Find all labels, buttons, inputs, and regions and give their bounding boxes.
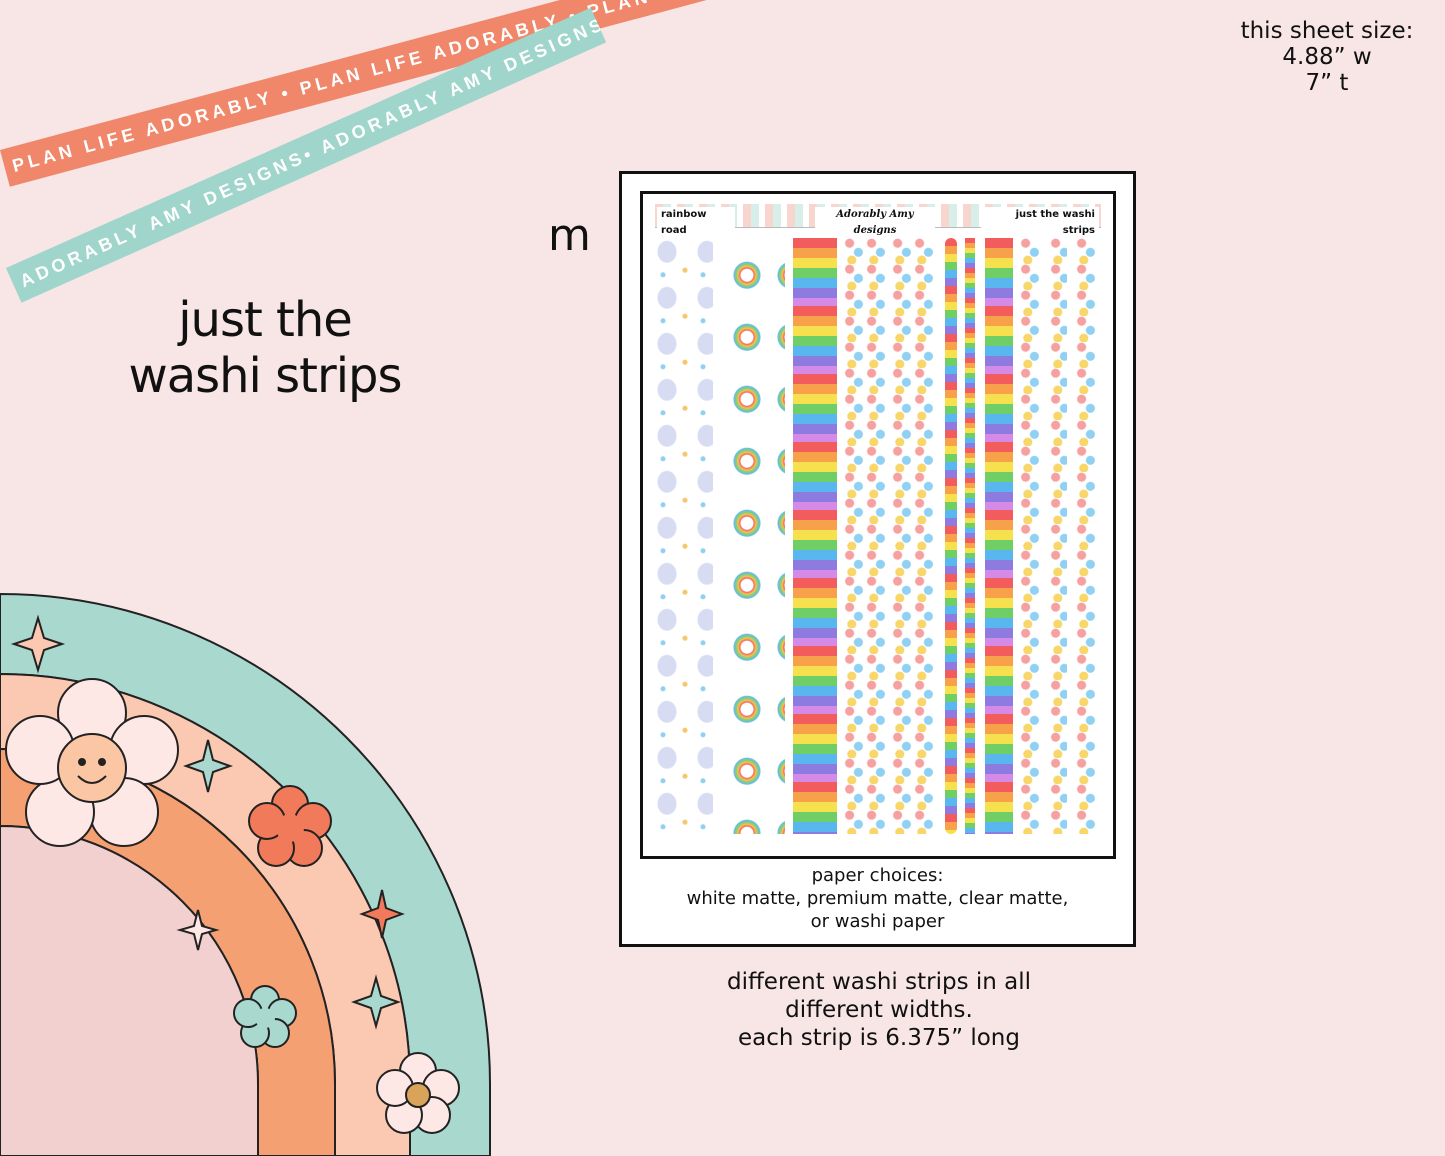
sparkle-icon <box>10 614 66 674</box>
smiley-flower-icon <box>5 678 179 847</box>
brand-logo: Adorably Amy designs <box>815 207 935 239</box>
paper-choices-line-3: or washi paper <box>810 911 945 932</box>
washi-strip-scallop <box>945 238 957 834</box>
paper-choices-line-2: white matte, premium matte, clear matte, <box>686 888 1069 909</box>
teal-flower-icon <box>233 985 297 1048</box>
plan-life-adorably-ribbon: PLAN LIFE ADORABLY • PLAN LIFE ADORABLY … <box>0 0 725 187</box>
sheet-width: 4.88” w <box>1282 44 1372 70</box>
washi-strip-small-hearts <box>1019 238 1043 834</box>
description-line-3: each strip is 6.375” long <box>738 1025 1020 1051</box>
product-description: different washi strips in all different … <box>640 968 1118 1052</box>
washi-strip-small-dots <box>1049 238 1067 834</box>
rainbow-illustration <box>0 592 491 1156</box>
sheet-kit-name: just the washi strips <box>981 207 1099 239</box>
washi-strip-dots <box>891 238 933 834</box>
description-line-1: different washi strips in all <box>726 969 1032 995</box>
sticker-sheet: rainbow road Adorably Amy designs just t… <box>640 191 1116 859</box>
washi-strip-rainbows <box>725 238 785 834</box>
sticker-sheet-preview: rainbow road Adorably Amy designs just t… <box>619 171 1136 947</box>
washi-strip-rainbow-band-2 <box>985 238 1013 834</box>
washi-strip-rainbow-band <box>793 238 837 834</box>
size-code: m <box>548 210 591 261</box>
paper-choices-label: paper choices: <box>811 865 944 886</box>
title-line-1: just the <box>178 292 353 348</box>
washi-strip-clouds <box>655 238 713 834</box>
sparkle-icon <box>359 889 405 939</box>
washi-strips <box>655 238 1101 838</box>
washi-strip-hearts <box>843 238 885 834</box>
sheet-size-label: this sheet size: <box>1240 18 1414 44</box>
paper-choices: paper choices: white matte, premium matt… <box>622 864 1133 933</box>
sheet-height: 7” t <box>1305 70 1349 96</box>
white-flower-icon <box>376 1052 460 1134</box>
sparkle-icon <box>350 974 402 1030</box>
sparkle-icon <box>182 739 234 793</box>
washi-strip-thin-band <box>965 238 975 834</box>
washi-strip-rainbow-dots <box>1075 238 1099 834</box>
sheet-header: rainbow road Adorably Amy designs just t… <box>655 204 1101 239</box>
title-line-2: washi strips <box>128 348 402 404</box>
orange-flower-icon <box>248 785 332 867</box>
sparkle-icon <box>176 909 220 951</box>
product-title: just the washi strips <box>95 292 435 404</box>
sheet-theme-name: rainbow road <box>657 207 735 239</box>
description-line-2: different widths. <box>785 997 973 1023</box>
sheet-size-info: this sheet size: 4.88” w 7” t <box>1227 18 1427 96</box>
